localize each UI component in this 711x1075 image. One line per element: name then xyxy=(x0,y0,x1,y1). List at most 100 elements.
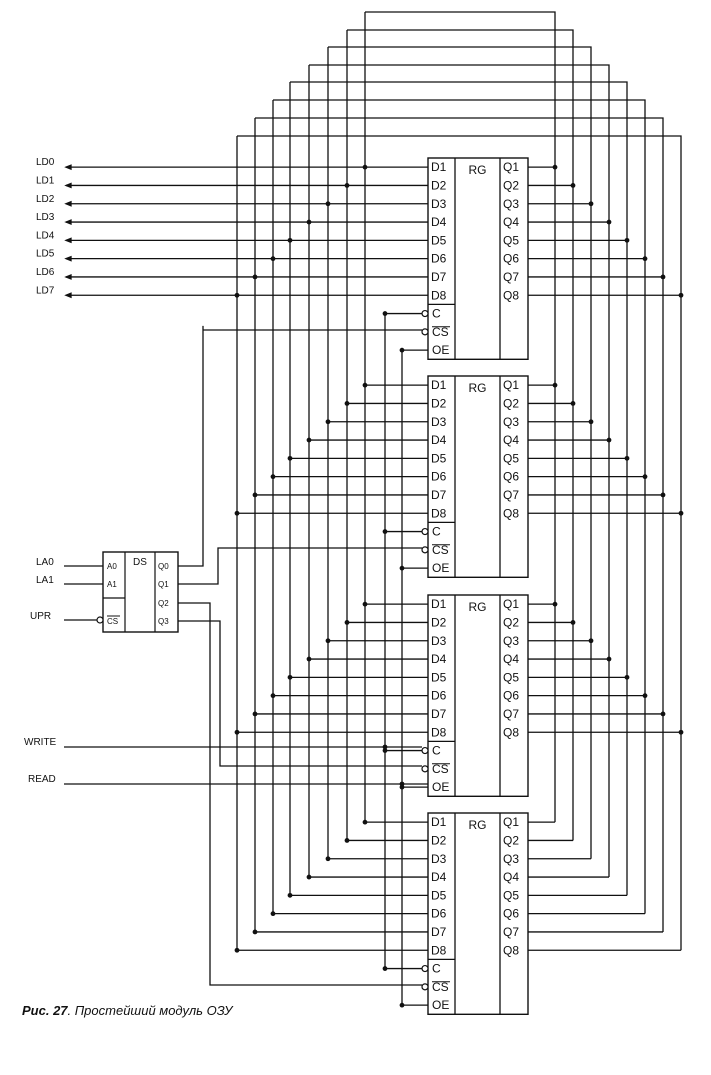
register-body xyxy=(427,594,529,798)
register-d-pin: D7 xyxy=(431,270,447,284)
junction-dot xyxy=(678,292,684,298)
junction-dot xyxy=(624,455,630,461)
register-d-pin: D8 xyxy=(431,943,447,957)
junction-dot xyxy=(552,382,558,388)
register-q-pin: Q6 xyxy=(503,252,519,266)
junction-dot xyxy=(270,474,276,480)
inversion-bubble xyxy=(421,527,429,536)
ld-label: LD0 xyxy=(36,157,55,168)
junction-dot xyxy=(624,674,630,680)
junction-dot xyxy=(552,601,558,607)
junction-dot xyxy=(624,237,630,243)
decoder-output: Q0 xyxy=(158,562,169,571)
register-d-pin: D4 xyxy=(431,652,447,666)
junction-dot xyxy=(325,638,331,644)
junction-dot xyxy=(642,256,648,262)
register-d-pin: D1 xyxy=(431,160,447,174)
decoder-title: DS xyxy=(133,557,147,568)
register-q-pin: Q3 xyxy=(503,197,519,211)
register-d-pin: D1 xyxy=(431,815,447,829)
junction-dot xyxy=(642,693,648,699)
inversion-bubble xyxy=(421,546,429,554)
q-loop-top xyxy=(273,99,646,914)
register-d-pin: D4 xyxy=(431,433,447,447)
register-title: RG xyxy=(469,600,487,614)
ld-label: LD1 xyxy=(36,175,55,186)
junction-dot xyxy=(362,819,368,825)
register-q-pin: Q5 xyxy=(503,670,519,684)
register-body xyxy=(427,157,529,361)
register-q-pin: Q8 xyxy=(503,725,519,739)
junction-dot xyxy=(270,911,276,917)
junction-dot xyxy=(344,183,350,188)
register-d-pin: D5 xyxy=(431,670,447,684)
register-q-pin: Q3 xyxy=(503,415,519,429)
register-d-pin: D6 xyxy=(431,470,447,484)
register-q-pin: Q1 xyxy=(503,597,519,611)
register-d-pin: D6 xyxy=(431,689,447,703)
junction-dot xyxy=(399,781,405,787)
decoder-input-a1: A1 xyxy=(107,580,117,589)
register-d-pin: D1 xyxy=(431,378,447,392)
inversion-bubble xyxy=(421,765,429,773)
junction-dot xyxy=(399,347,405,353)
junction-dot xyxy=(606,219,612,225)
register-d-pin: D7 xyxy=(431,488,447,502)
junction-dot xyxy=(382,744,388,750)
junction-dot xyxy=(660,711,666,717)
cs-line-2 xyxy=(178,547,422,585)
register-d-pin: D2 xyxy=(431,396,447,410)
junction-dot xyxy=(306,437,312,443)
register-q-pin: Q5 xyxy=(503,451,519,465)
ld-label: LD2 xyxy=(36,194,55,205)
register-control-pin: CS xyxy=(432,543,449,557)
junction-dot xyxy=(287,455,293,461)
junction-dot xyxy=(287,892,293,898)
junction-dot xyxy=(252,711,258,717)
register-q-pin: Q8 xyxy=(503,943,519,957)
inversion-bubble xyxy=(421,983,429,991)
junction-dots xyxy=(234,164,684,1008)
junction-dot xyxy=(325,856,331,862)
junction-dot xyxy=(362,382,368,388)
register-title: RG xyxy=(469,818,487,832)
inversion-bubble xyxy=(421,746,429,755)
register-body xyxy=(427,812,529,1016)
register-d-pin: D4 xyxy=(431,215,447,229)
junction-dot xyxy=(234,292,240,298)
register-q-pin: Q5 xyxy=(503,233,519,247)
register-q-pin: Q4 xyxy=(503,870,519,884)
junction-dot xyxy=(399,1002,405,1008)
register-control-pin: C xyxy=(432,744,441,758)
inversion-bubble xyxy=(421,309,429,318)
input-arrow xyxy=(64,292,72,299)
junction-dot xyxy=(270,256,276,262)
inversion-bubble xyxy=(421,964,429,973)
junction-dot xyxy=(606,656,612,662)
register-d-pin: D1 xyxy=(431,597,447,611)
register-q-pin: Q8 xyxy=(503,288,519,302)
register-d-pin: D7 xyxy=(431,707,447,721)
register-q-pin: Q3 xyxy=(503,634,519,648)
decoder-output: Q2 xyxy=(158,599,169,608)
register-q-pin: Q8 xyxy=(503,506,519,520)
register-d-pin: D5 xyxy=(431,451,447,465)
junction-dot xyxy=(678,729,684,735)
ld-label: LD7 xyxy=(36,285,55,296)
register-q-pin: Q2 xyxy=(503,178,519,192)
junction-dot xyxy=(270,693,276,699)
register-title: RG xyxy=(469,163,487,177)
junction-dot xyxy=(252,492,258,498)
register-q-pin: Q2 xyxy=(503,615,519,629)
register-d-pin: D2 xyxy=(431,833,447,847)
junction-dot xyxy=(660,274,666,280)
register-q-pin: Q6 xyxy=(503,907,519,921)
q-loop-top xyxy=(309,64,610,878)
decoder-cs: CS xyxy=(107,617,118,626)
junction-dot xyxy=(362,164,368,170)
register-title: RG xyxy=(469,381,487,395)
ld-label: LD5 xyxy=(36,249,55,260)
